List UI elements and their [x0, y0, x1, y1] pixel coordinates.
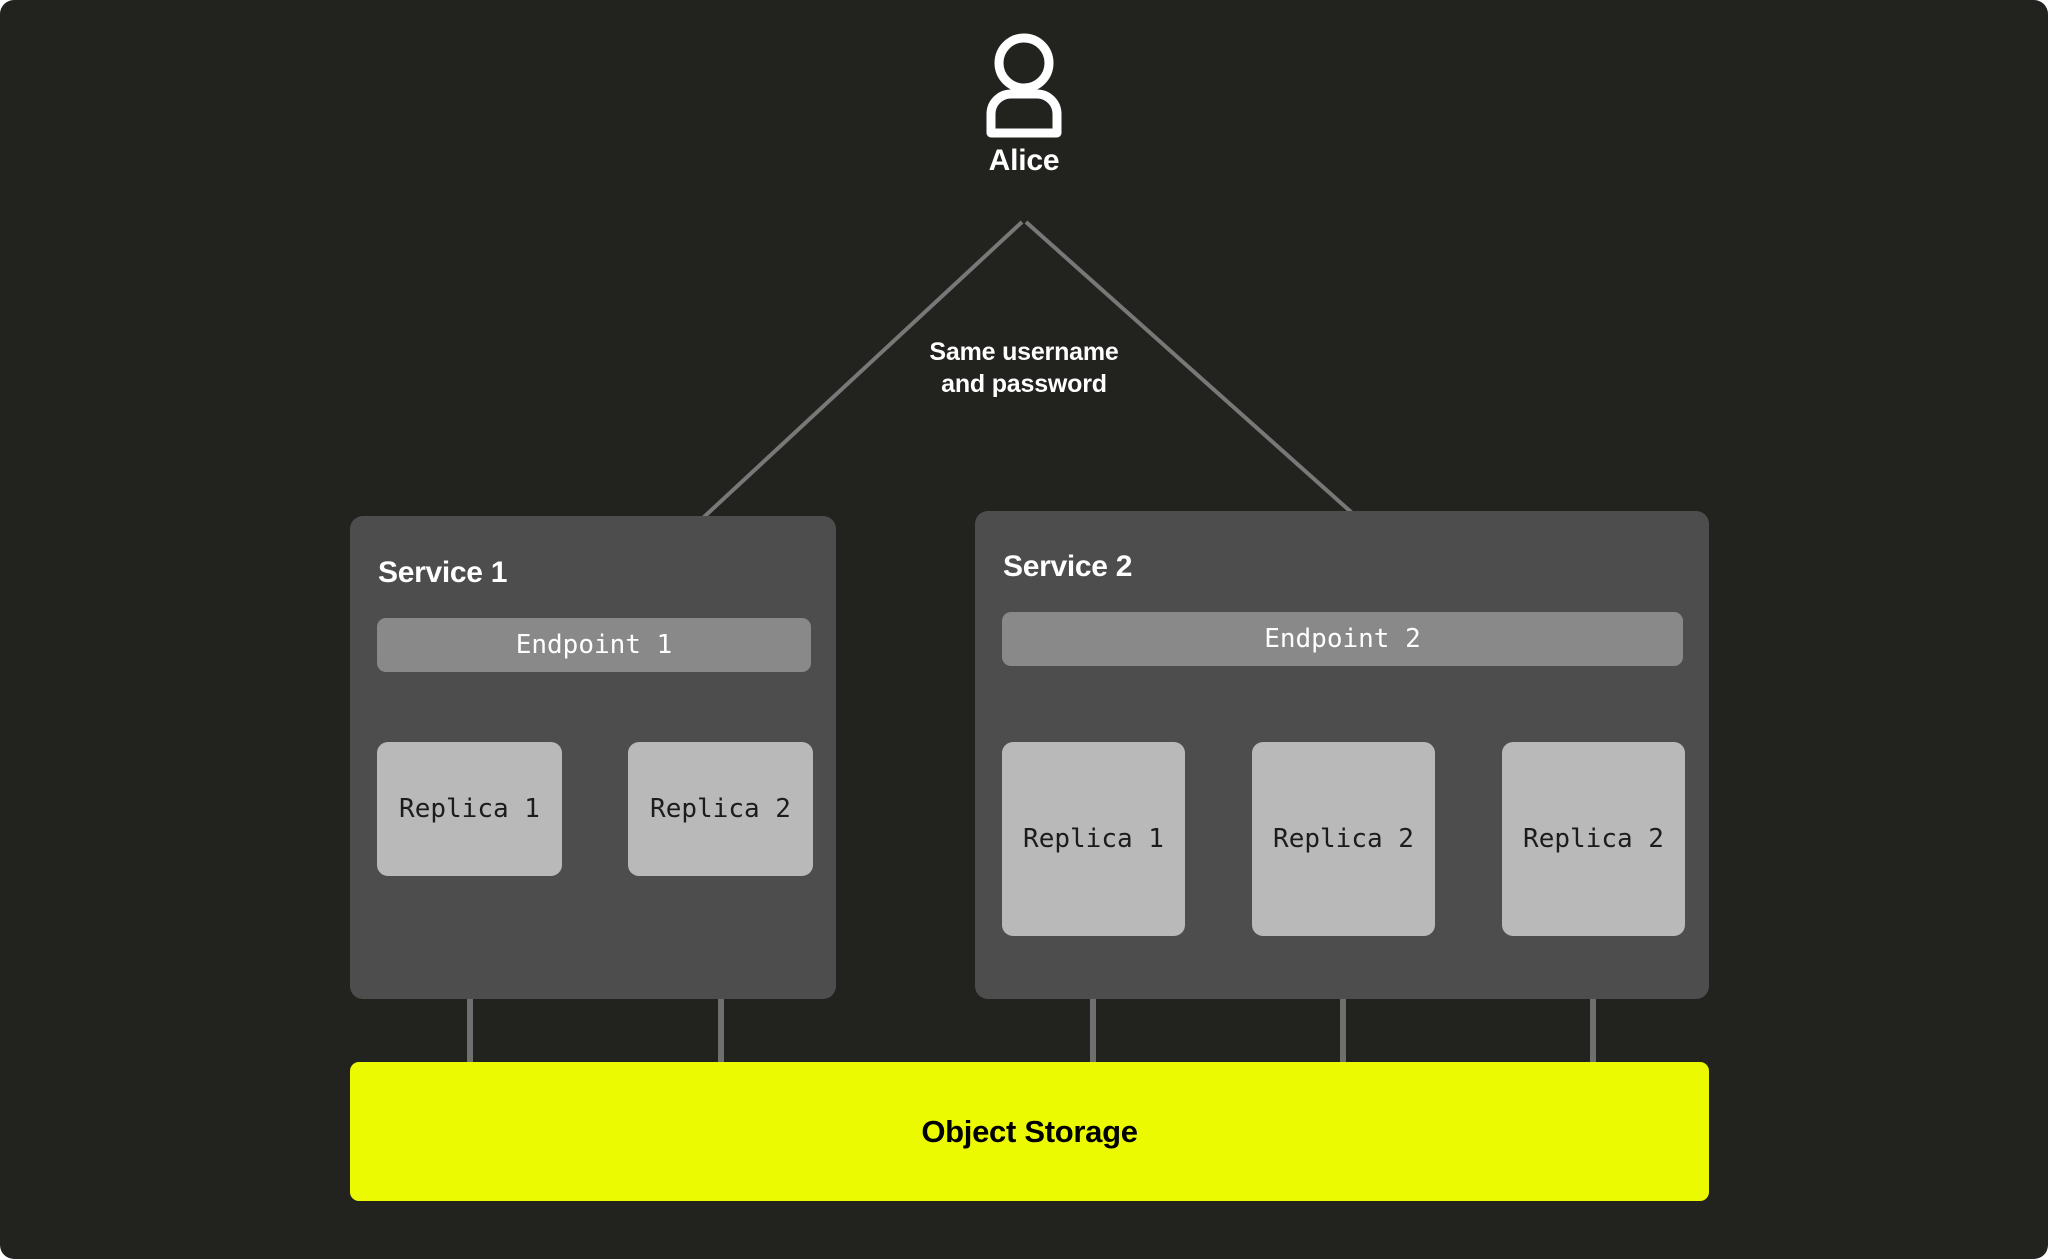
service-box-1[interactable]: Service 1 Endpoint 1 Replica 1 Replica 2 — [350, 516, 836, 999]
object-storage-label: Object Storage — [921, 1113, 1138, 1149]
replica-box[interactable]: Replica 2 — [1252, 742, 1435, 936]
actor-label: Alice — [988, 144, 1060, 177]
object-storage-bar[interactable]: Object Storage — [350, 1062, 1709, 1201]
replica-box[interactable]: Replica 2 — [628, 742, 813, 876]
endpoint-box-1[interactable]: Endpoint 1 — [377, 618, 811, 672]
service-1-title: Service 1 — [378, 556, 508, 589]
replica-box[interactable]: Replica 2 — [1502, 742, 1685, 936]
actor-alice: Alice — [924, 30, 1124, 178]
replica-box[interactable]: Replica 1 — [1002, 742, 1185, 936]
auth-caption: Same username and password — [824, 337, 1224, 401]
service-2-title: Service 2 — [1003, 550, 1133, 583]
person-icon — [986, 33, 1062, 138]
endpoint-box-2[interactable]: Endpoint 2 — [1002, 612, 1683, 666]
service-box-2[interactable]: Service 2 Endpoint 2 Replica 1 Replica 2… — [975, 511, 1709, 999]
auth-caption-line-1: Same username — [929, 338, 1119, 366]
replica-box[interactable]: Replica 1 — [377, 742, 562, 876]
auth-caption-line-2: and password — [941, 369, 1107, 398]
